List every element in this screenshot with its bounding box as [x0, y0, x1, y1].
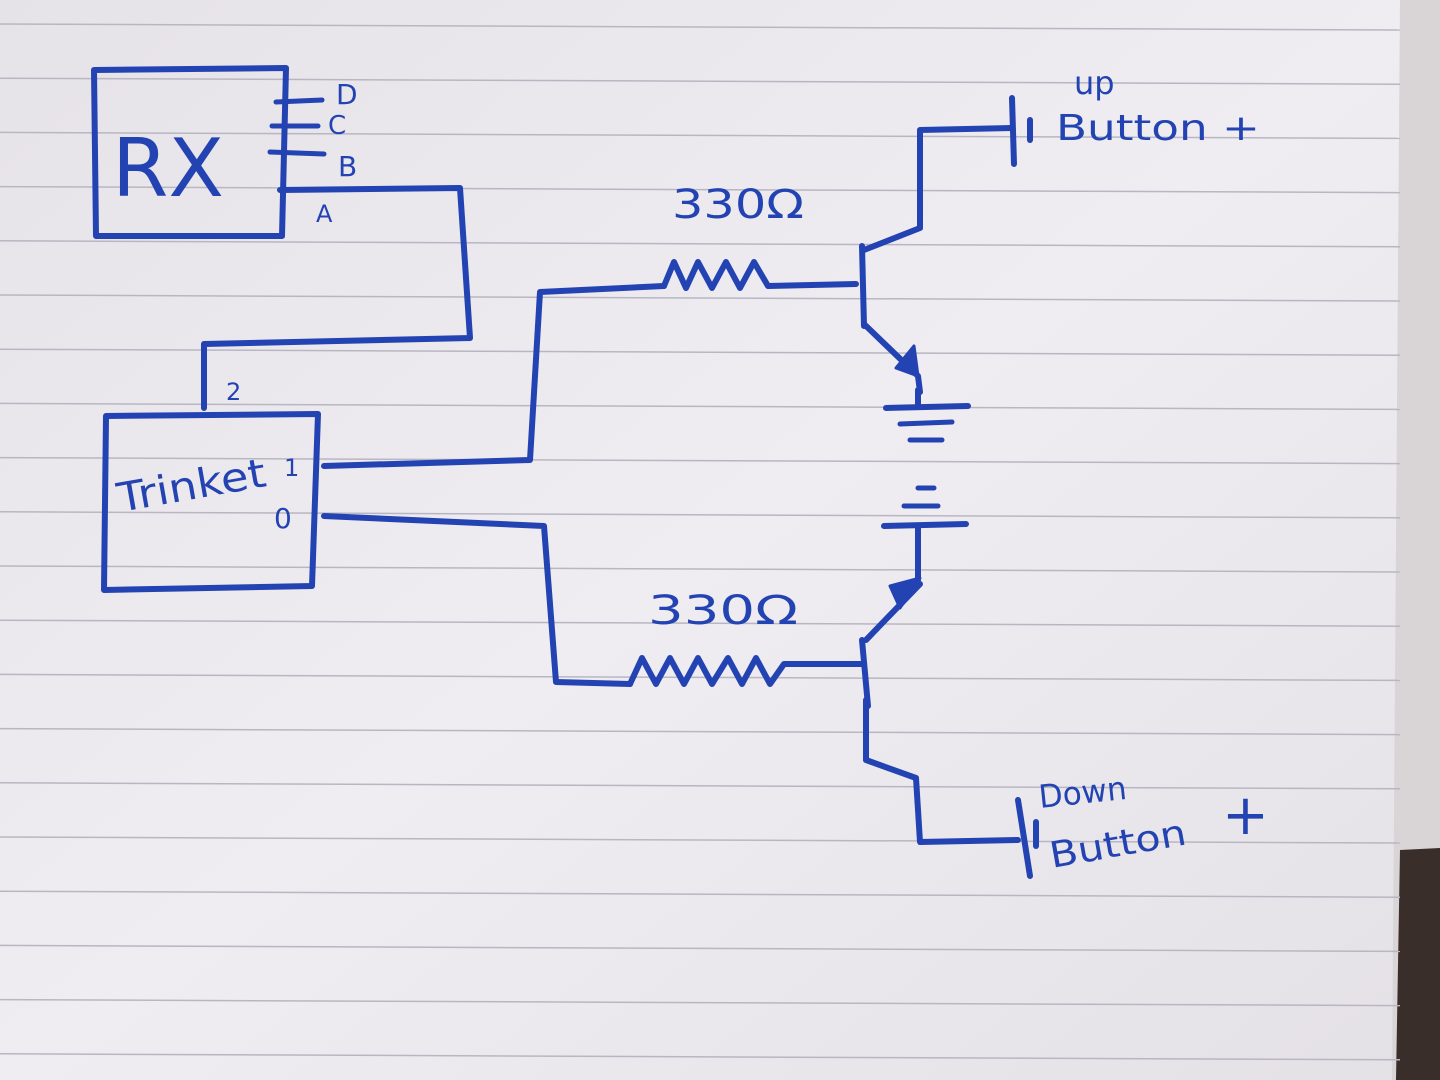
resistor-top-label: 330Ω: [672, 182, 804, 228]
ruled-line: [0, 456, 1401, 465]
ground-top: [883, 387, 971, 443]
ruled-line: [0, 782, 1401, 790]
ruled-line: [0, 402, 1401, 411]
ruled-line: [0, 23, 1401, 31]
ruled-line: [0, 619, 1401, 627]
transistor-bottom: [859, 576, 1021, 845]
button-up: up Button +: [1009, 64, 1260, 167]
wire-pin0-to-bottom-resistor: [321, 513, 633, 687]
ruled-line: [0, 240, 1401, 248]
ruled-line: [0, 294, 1401, 302]
ruled-line: [0, 673, 1401, 682]
resistor-bottom: [627, 655, 865, 687]
ruled-line: [0, 727, 1401, 736]
rx-module: RX D C B A: [91, 65, 358, 239]
wire-rx-a-to-trinket-2: [201, 185, 473, 411]
button-down-plus: +: [1222, 783, 1269, 848]
transistor-top: [859, 125, 1015, 395]
rx-pin-d: D: [336, 78, 358, 111]
ruled-line: [0, 565, 1401, 573]
rx-pin-a: A: [316, 200, 333, 228]
trinket-pin-2: 2: [226, 378, 241, 406]
button-up-line2: Button +: [1056, 108, 1260, 149]
ruled-line: [0, 944, 1401, 953]
ruled-lines: [0, 23, 1401, 1061]
ruled-line: [0, 998, 1401, 1007]
wire-pin1-to-top-resistor: [321, 283, 667, 469]
ruled-line: [0, 348, 1401, 356]
ruled-line: [0, 131, 1401, 140]
ruled-line: [0, 511, 1401, 519]
ground-bottom: [881, 485, 969, 583]
ruled-line: [0, 77, 1401, 85]
ruled-line: [0, 890, 1401, 898]
ruled-line: [0, 1053, 1401, 1061]
desk-corner: [1396, 848, 1440, 1080]
trinket-pin-0: 0: [274, 502, 292, 535]
rx-label: RX: [112, 122, 224, 215]
ruled-line: [0, 836, 1401, 844]
ruled-line: [0, 185, 1401, 194]
rx-pin-c: C: [328, 111, 346, 141]
button-up-line1: up: [1074, 64, 1115, 102]
resistor-bottom-label: 330Ω: [648, 588, 798, 634]
transistor-top-emitter-arrow: [894, 344, 920, 378]
page-edge-shadow: [1392, 0, 1440, 1080]
trinket-pin-1: 1: [284, 454, 299, 482]
rx-pin-b: B: [338, 150, 357, 183]
button-down-line1: Down: [1037, 769, 1128, 816]
resistor-top: [661, 259, 859, 291]
